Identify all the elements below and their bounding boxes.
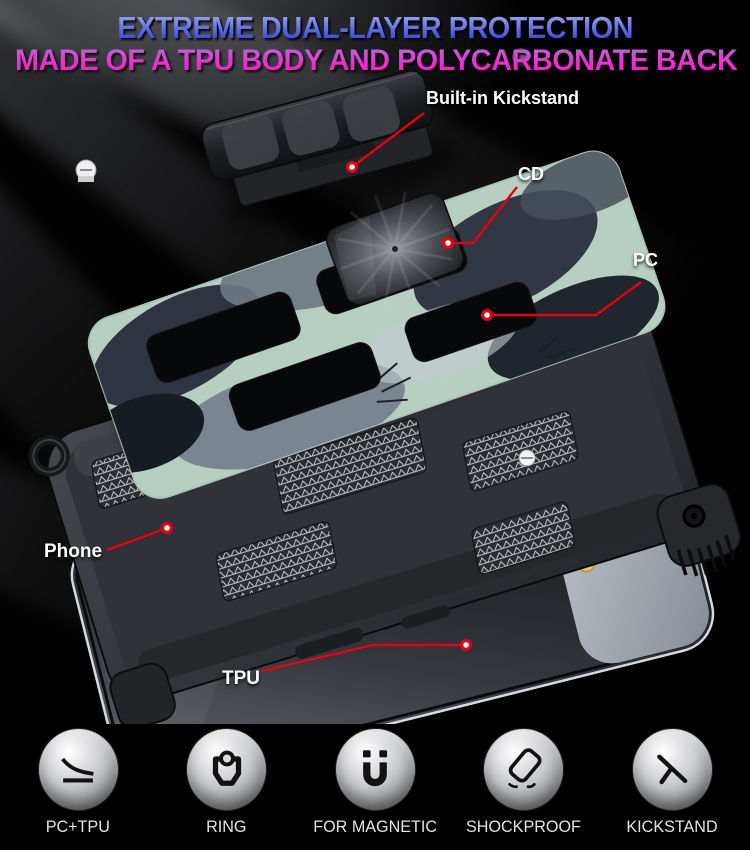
layers-icon [61, 757, 94, 783]
feature-badge [187, 729, 266, 810]
feature-badge [632, 729, 712, 810]
feature-badge [335, 729, 415, 810]
screw-left [75, 159, 97, 182]
brushed-spokes [337, 191, 453, 307]
callout-label-kickstand: Built-in Kickstand [426, 88, 580, 108]
page-subtitle: MADE OF A TPU BODY AND POLYCARBONATE BAC… [15, 44, 738, 78]
header: EXTREME DUAL-LAYER PROTECTION MADE OF A … [0, 10, 750, 78]
kickstand-ridges [221, 86, 400, 170]
shockproof-icon [507, 747, 542, 788]
corner-bumper [656, 483, 742, 577]
feature-pc-tpu: PC+TPU [10, 729, 146, 837]
connector-kickstand [351, 112, 425, 168]
ring-icon [212, 750, 241, 786]
magnet-icon [362, 749, 388, 786]
feature-ring: RING [159, 729, 295, 837]
callout-label-phone: Phone [44, 541, 103, 562]
callout-label-pc: PC [633, 250, 659, 270]
connector-tpu [261, 643, 466, 673]
pine-needles [372, 333, 575, 403]
page-title: EXTREME DUAL-LAYER PROTECTION [117, 10, 633, 45]
callout-label-tpu: TPU [222, 668, 260, 689]
feature-row: PC+TPU RING FOR MAGNETIC [0, 729, 750, 837]
feature-magnetic: FOR MAGNETIC [307, 729, 443, 837]
bolt-behind-title [512, 48, 530, 66]
feature-badge [38, 729, 118, 810]
feature-label: SHOCKPROOF [466, 817, 581, 836]
feature-badge [484, 729, 563, 810]
screw-center [518, 449, 536, 467]
feature-label: PC+TPU [45, 817, 111, 836]
cd-metal-plate [325, 191, 465, 307]
callout-connectors [106, 112, 642, 673]
feature-label: FOR MAGNETIC [313, 817, 437, 836]
feature-shockproof: SHOCKPROOF [456, 729, 592, 837]
callout-label-cd: CD [518, 164, 544, 184]
kickstand-icon [657, 754, 688, 784]
connector-pc [487, 281, 642, 317]
feature-label: KICKSTAND [626, 817, 718, 836]
connector-cd [448, 186, 518, 245]
callout-dots [161, 161, 493, 651]
feature-kickstand: KICKSTAND [604, 729, 740, 837]
connector-phone [106, 526, 168, 552]
feature-label: RING [206, 817, 247, 836]
